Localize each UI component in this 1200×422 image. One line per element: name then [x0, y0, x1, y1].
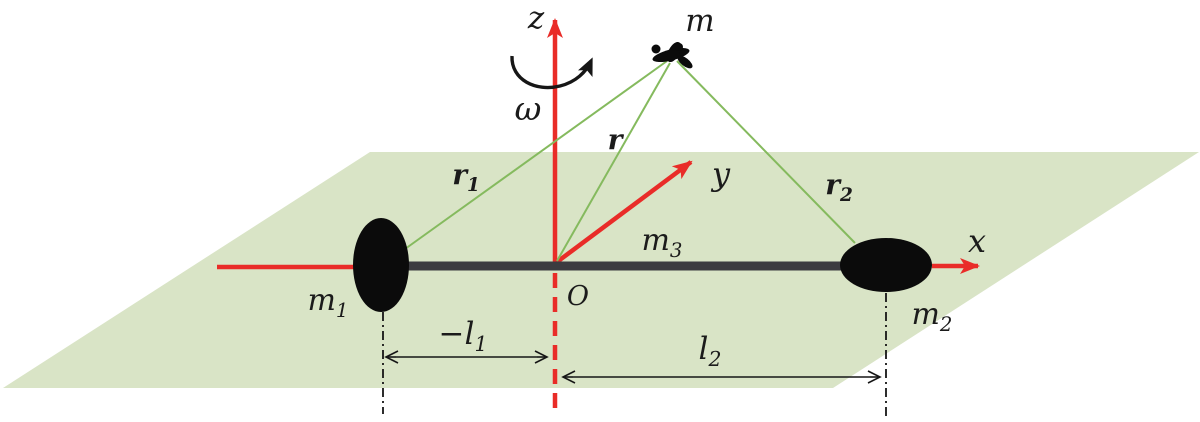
vector-r1-label: r1 — [452, 158, 480, 196]
vector-r1-line — [404, 60, 668, 250]
omega-label: ω — [515, 89, 542, 128]
y-axis-label: y — [710, 155, 731, 193]
spacecraft-icon — [651, 41, 693, 69]
x-axis-label: x — [968, 222, 986, 260]
rotation-arrow-arc — [510, 55, 593, 90]
mass1-body — [353, 218, 409, 312]
rod-mass-label: m3 — [641, 223, 682, 262]
dist-l1-label: −l1 — [439, 316, 488, 356]
vector-r-label: r — [608, 123, 625, 156]
origin-label: O — [567, 281, 589, 312]
dist-l2-label: l2 — [699, 331, 722, 371]
mass2-body — [840, 238, 932, 292]
z-axis-label: z — [527, 0, 545, 36]
vector-r2-line — [676, 60, 856, 244]
y-axis-arrow — [555, 160, 693, 264]
vector-r2-label: r2 — [825, 168, 853, 206]
vector-r-line — [556, 62, 671, 262]
mass2-label: m2 — [911, 297, 952, 336]
mass1-label: m1 — [307, 283, 348, 322]
point-mass-label: m — [685, 3, 714, 39]
